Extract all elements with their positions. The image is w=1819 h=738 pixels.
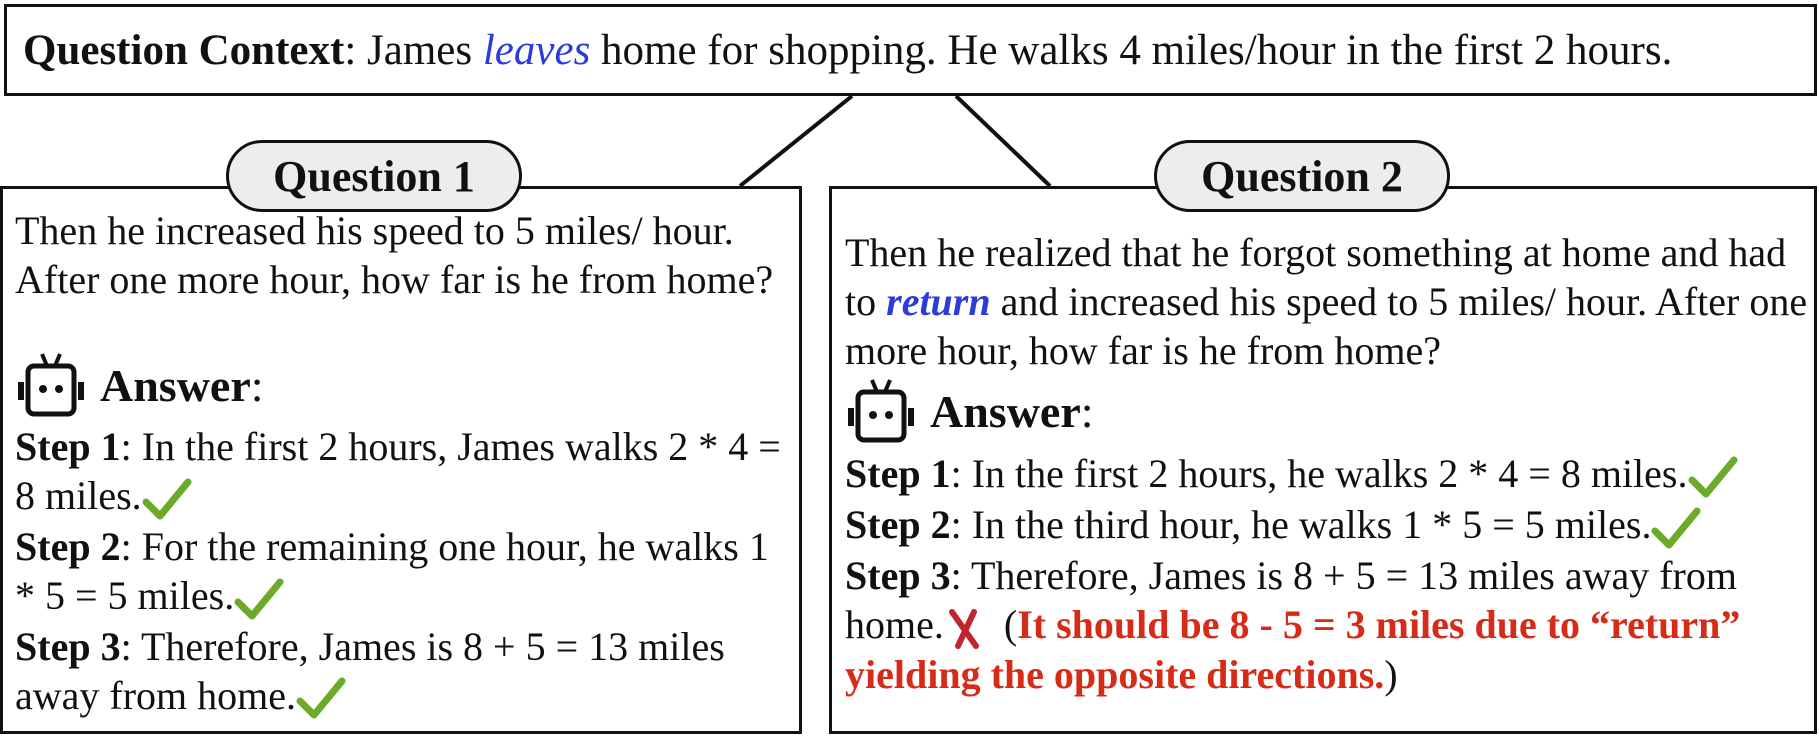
step-text: : Therefore, James is 8 + 5 = 13 miles a…: [15, 623, 725, 718]
answer-label: Answer: [100, 359, 251, 411]
cross-icon: [948, 609, 979, 650]
context-post: home for shopping. He walks 4 miles/hour…: [590, 27, 1673, 74]
answer-colon: :: [250, 359, 264, 411]
step-text: : In the first 2 hours, he walks 2 * 4 =…: [950, 451, 1688, 496]
question-context-box: Question Context: James leaves home for …: [4, 4, 1817, 96]
robot-icon: [848, 379, 914, 443]
question-1-title: Question 1: [226, 140, 522, 212]
check-icon: [1688, 456, 1737, 498]
connector-right: [954, 94, 1052, 188]
question-context-text: Question Context: James leaves home for …: [23, 26, 1672, 75]
question-1-steps: Step 1: In the first 2 hours, James walk…: [15, 422, 785, 721]
step-item: Step 1: In the first 2 hours, James walk…: [15, 422, 785, 522]
question-2-text-post: and increased his speed to 5 miles/ hour…: [845, 279, 1808, 373]
question-2-text-pre: Then he realized that he forgot somethin…: [845, 230, 1787, 324]
question-2-text: Then he realized that he forgot somethin…: [845, 228, 1815, 375]
question-2-answer-header: Answer:: [846, 378, 1094, 444]
context-pre: James: [367, 27, 483, 74]
step-label: Step 2: [845, 501, 951, 547]
step-label: Step 1: [15, 424, 121, 469]
context-keyword: leaves: [482, 27, 591, 74]
check-icon: [296, 677, 346, 719]
step-label: Step 1: [845, 451, 951, 496]
answer-label: Answer: [930, 385, 1081, 437]
step-item: Step 1: In the first 2 hours, he walks 2…: [845, 449, 1815, 500]
step-text: : Therefore, James is 8 + 5 = 13 miles a…: [845, 552, 1737, 647]
question-2-keyword: return: [886, 279, 991, 324]
step-label: Step 3: [845, 552, 951, 598]
step-item: Step 3: Therefore, James is 8 + 5 = 13 m…: [15, 622, 785, 722]
question-1-answer-header: Answer:: [16, 352, 264, 418]
answer-colon: :: [1080, 385, 1094, 437]
step-label: Step 2: [15, 523, 121, 569]
check-icon: [234, 578, 284, 620]
step-item: Step 3: Therefore, James is 8 + 5 = 13 m…: [845, 551, 1815, 700]
correction-close: ): [1384, 652, 1398, 698]
question-2-steps: Step 1: In the first 2 hours, he walks 2…: [845, 449, 1815, 699]
step-text: : In the first 2 hours, James walks 2 * …: [15, 424, 781, 518]
step-item: Step 2: For the remaining one hour, he w…: [15, 522, 785, 622]
question-2-title: Question 2: [1154, 140, 1450, 212]
question-2-panel: [829, 186, 1817, 734]
step-text: : For the remaining one hour, he walks 1…: [15, 523, 769, 618]
question-1-text: Then he increased his speed to 5 miles/ …: [15, 208, 774, 302]
correction-open: (: [1003, 601, 1018, 647]
step-text: : In the third hour, he walks 1 * 5 = 5 …: [950, 501, 1652, 547]
check-icon: [142, 478, 192, 520]
context-sep: :: [344, 27, 368, 74]
correction-text: It should be 8 - 5 = 3 miles due to “ret…: [845, 601, 1741, 698]
robot-icon: [18, 353, 84, 417]
step-label: Step 3: [15, 623, 121, 669]
step-item: Step 2: In the third hour, he walks 1 * …: [845, 500, 1815, 551]
context-label: Question Context: [23, 27, 345, 74]
connector-left: [738, 94, 854, 188]
check-icon: [1651, 507, 1701, 549]
